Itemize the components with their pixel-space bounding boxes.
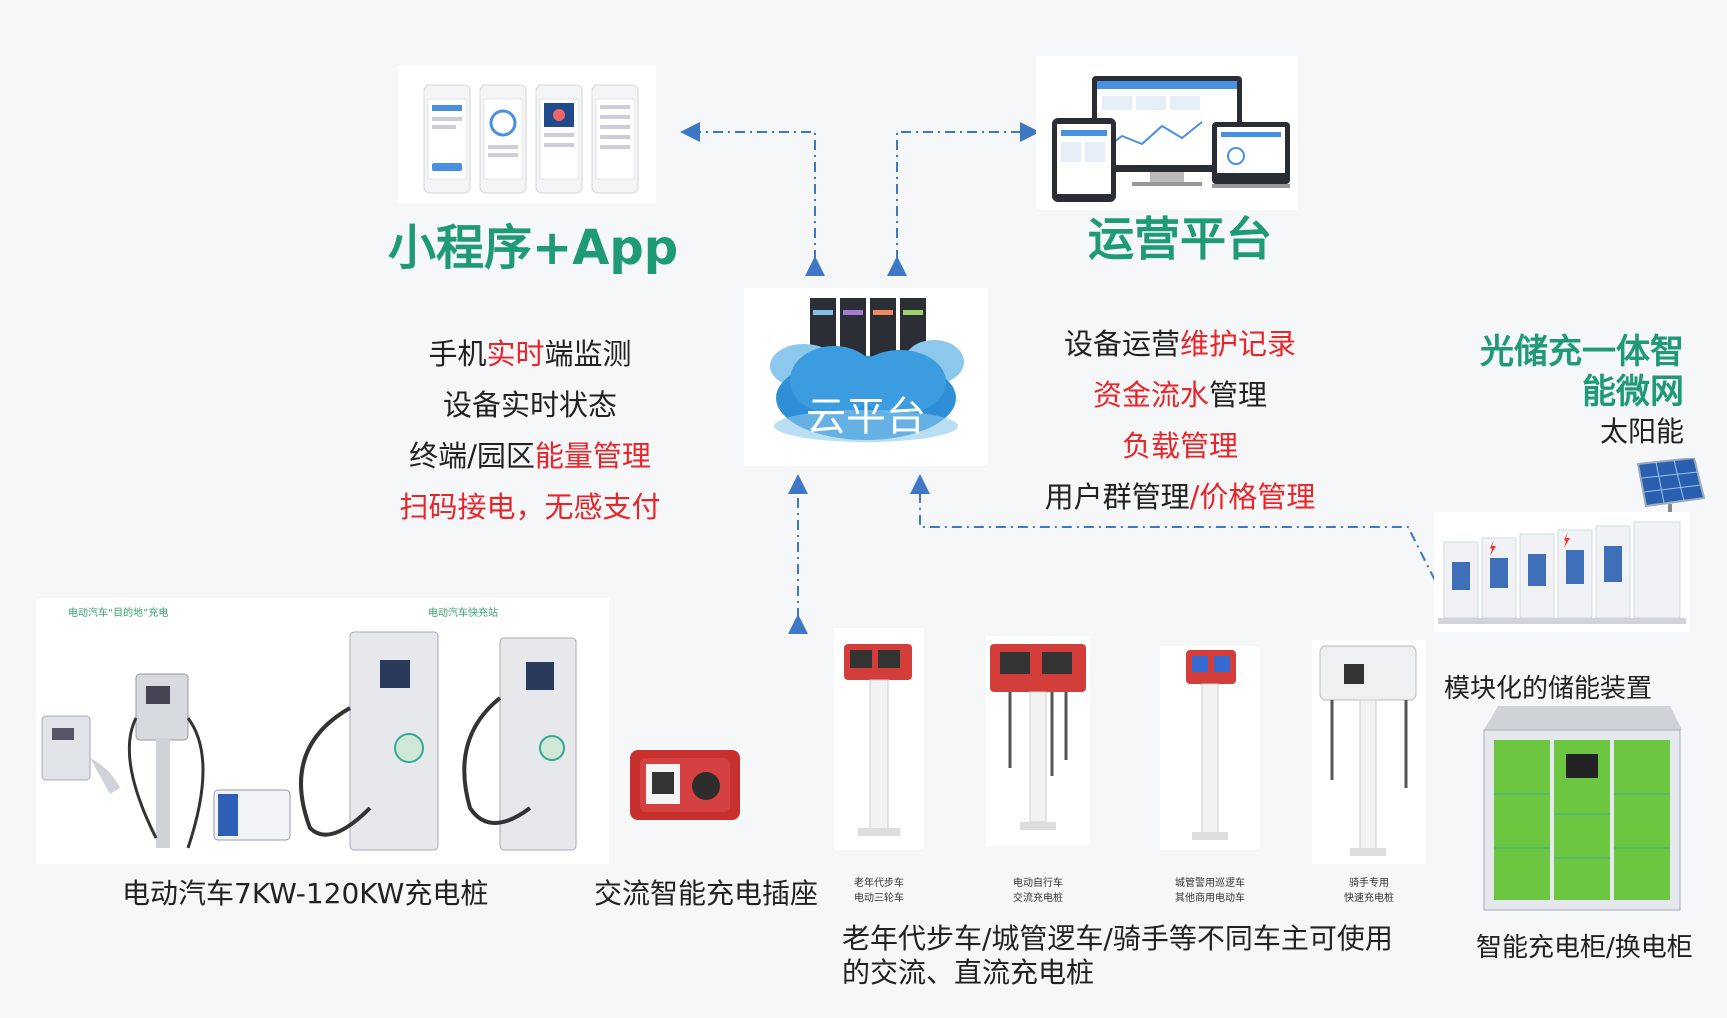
ev-charger-icon — [41, 631, 577, 851]
pillar-icon — [844, 644, 912, 836]
cabinet-caption: 智能充电柜/换电柜 — [1476, 933, 1693, 963]
pillar-label: 电动自行车交流充电桩 — [1013, 878, 1063, 904]
smart-cabinet — [1474, 702, 1684, 916]
pillar-icon — [990, 644, 1086, 830]
right-feature-item: 负载管理 — [1121, 429, 1238, 463]
cloud-label: 云平台 — [806, 394, 926, 440]
ev-tag-destination: 电动汽车“目的地”充电 — [68, 608, 169, 619]
microgrid-title: 光储充一体智 能微网 — [1480, 332, 1684, 412]
ev-charger-panel: 电动汽车“目的地”充电 电动汽车快充站 — [36, 598, 609, 864]
ops-screenshot — [1036, 56, 1298, 210]
cabinet-icon — [1483, 706, 1682, 911]
left-feature-item: 手机实时端监测 — [428, 337, 632, 371]
smart-socket — [626, 742, 748, 826]
left-feature-item: 设备实时状态 — [442, 388, 617, 422]
ops-title: 运营平台 — [1088, 212, 1272, 266]
app-screenshots — [398, 65, 656, 203]
left-feature-item: 扫码接电，无感支付 — [399, 490, 661, 524]
left-feature-item: 终端/园区能量管理 — [409, 439, 651, 473]
storage-caption: 模块化的储能装置 — [1444, 674, 1653, 704]
pillar-icon — [1186, 650, 1236, 840]
pillar-charger-1 — [834, 628, 924, 850]
right-feature-list: 设备运营维护记录 资金流水管理 负载管理 用户群管理/价格管理 — [1030, 330, 1330, 512]
arrow-ops-cloud — [887, 122, 1040, 276]
pillar-charger-3 — [1160, 646, 1260, 850]
pillar-charger-2 — [986, 636, 1090, 846]
right-feature-item: 资金流水管理 — [1092, 378, 1268, 412]
left-feature-list: 手机实时端监测 设备实时状态 终端/园区能量管理 扫码接电，无感支付 — [380, 340, 680, 522]
solar-label: 太阳能 — [1599, 415, 1684, 448]
cloud-icon — [770, 340, 964, 442]
pillar-icon — [1319, 645, 1417, 856]
arrow-cloud-microgrid — [910, 474, 1462, 619]
ev-charger-caption: 电动汽车7KW-120KW充电桩 — [122, 877, 489, 910]
arrow-app-cloud — [680, 122, 825, 276]
right-feature-item: 设备运营维护记录 — [1063, 327, 1297, 361]
pillars-caption: 老年代步车/城管逻车/骑手等不同车主可使用 的交流、直流充电桩 — [842, 922, 1393, 989]
right-feature-item: 用户群管理/价格管理 — [1044, 480, 1316, 514]
socket-icon — [630, 750, 740, 820]
app-title: 小程序+App — [388, 220, 679, 276]
pillar-charger-4 — [1312, 640, 1426, 864]
ev-tag-fast: 电动汽车快充站 — [428, 608, 498, 619]
socket-caption: 交流智能充电插座 — [594, 877, 819, 910]
pillar-label: 骑手专用快速充电桩 — [1344, 878, 1394, 904]
cloud-platform: 云平台 — [744, 288, 988, 466]
pillar-label: 城管警用巡逻车其他商用电动车 — [1175, 878, 1245, 904]
pillar-label: 老年代步车电动三轮车 — [854, 878, 904, 904]
storage-units — [1434, 512, 1690, 632]
